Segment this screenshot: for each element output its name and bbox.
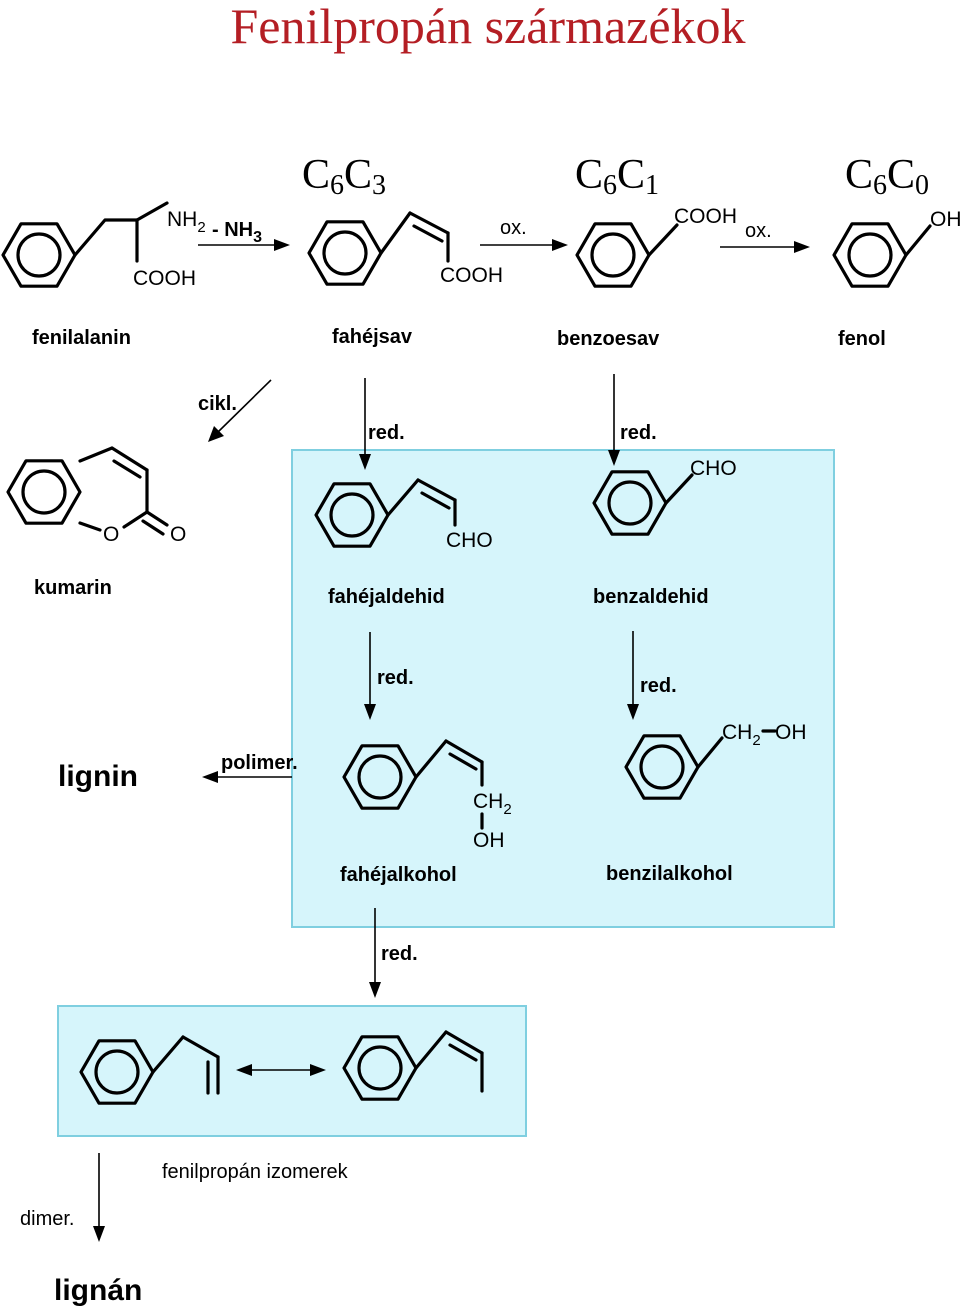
svg-text:red.: red. bbox=[368, 422, 405, 444]
allylbenzol-structure bbox=[79, 1035, 220, 1105]
svg-text:CHO: CHO bbox=[446, 529, 493, 552]
deamination-arrow: - NH3 bbox=[198, 219, 290, 251]
benzoesav-label: benzoesav bbox=[557, 328, 660, 350]
svg-text:CH2: CH2 bbox=[722, 721, 761, 749]
svg-text:O: O bbox=[103, 523, 119, 546]
svg-text:polimer.: polimer. bbox=[221, 752, 298, 774]
fenol-structure: OH bbox=[832, 208, 960, 288]
lignan-label: lignán bbox=[54, 1274, 142, 1307]
page-title: Fenilpropán származékok bbox=[230, 0, 745, 54]
cyclization-arrow: cikl. bbox=[198, 379, 272, 442]
polymerization-arrow: polimer. bbox=[202, 752, 298, 783]
svg-text:COOH: COOH bbox=[440, 264, 503, 287]
fahejaldehid-label: fahéjaldehid bbox=[328, 586, 445, 608]
benzaldehid-structure: CHO bbox=[592, 457, 737, 536]
svg-text:CH2: CH2 bbox=[473, 790, 512, 818]
svg-text:cikl.: cikl. bbox=[198, 393, 237, 415]
fahejalkohol-structure: CH2 OH bbox=[342, 739, 512, 852]
benzilalkohol-label: benzilalkohol bbox=[606, 863, 733, 885]
svg-text:COOH: COOH bbox=[133, 267, 196, 290]
lignin-label: lignin bbox=[58, 760, 138, 793]
reduction-panel bbox=[291, 449, 835, 928]
propenilbenzol-structure bbox=[342, 1030, 484, 1101]
svg-text:- NH3: - NH3 bbox=[212, 219, 262, 246]
class-label-c6c3: C6C3 bbox=[302, 152, 386, 201]
reduction-arrow-5: red. bbox=[369, 908, 418, 998]
benzilalkohol-structure: CH2 OH bbox=[624, 721, 807, 800]
svg-text:NH2: NH2 bbox=[167, 208, 206, 236]
kumarin-label: kumarin bbox=[34, 577, 112, 599]
izomerek-label: fenilpropán izomerek bbox=[162, 1161, 349, 1183]
svg-text:red.: red. bbox=[640, 675, 677, 697]
isomer-panel bbox=[57, 1005, 527, 1137]
svg-text:red.: red. bbox=[381, 943, 418, 965]
oxidation-arrow-1: ox. bbox=[480, 217, 568, 251]
svg-text:C6C3: C6C3 bbox=[302, 152, 386, 201]
benzaldehid-label: benzaldehid bbox=[593, 586, 709, 608]
svg-text:OH: OH bbox=[775, 721, 807, 744]
svg-text:ox.: ox. bbox=[500, 217, 527, 239]
fahejaldehid-structure: CHO bbox=[314, 478, 493, 552]
class-label-c6c1: C6C1 bbox=[575, 152, 659, 201]
svg-text:OH: OH bbox=[930, 208, 960, 231]
fenilalanin-label: fenilalanin bbox=[32, 327, 131, 349]
benzoesav-structure: COOH bbox=[575, 205, 737, 288]
reduction-arrow-4: red. bbox=[627, 631, 677, 720]
reduction-arrow-3: red. bbox=[364, 632, 414, 720]
svg-text:C6C0: C6C0 bbox=[845, 152, 929, 201]
kumarin-structure: O O bbox=[6, 446, 186, 546]
svg-text:C6C1: C6C1 bbox=[575, 152, 659, 201]
svg-text:ox.: ox. bbox=[745, 220, 772, 242]
fahejalkohol-label: fahéjalkohol bbox=[340, 864, 457, 886]
isomer-equilibrium-arrow bbox=[236, 1064, 326, 1076]
svg-text:COOH: COOH bbox=[674, 205, 737, 228]
fahejsav-label: fahéjsav bbox=[332, 326, 413, 348]
svg-text:dimer.: dimer. bbox=[20, 1208, 74, 1230]
reduction-arrow-2: red. bbox=[608, 374, 657, 466]
svg-text:O: O bbox=[170, 523, 186, 546]
reduction-arrow-1: red. bbox=[359, 378, 405, 470]
svg-text:OH: OH bbox=[473, 829, 505, 852]
svg-text:red.: red. bbox=[620, 422, 657, 444]
svg-text:red.: red. bbox=[377, 667, 414, 689]
svg-text:CHO: CHO bbox=[690, 457, 737, 480]
dimerization-arrow: dimer. bbox=[20, 1153, 105, 1242]
fahejsav-structure: COOH bbox=[307, 211, 503, 287]
fenol-label: fenol bbox=[838, 328, 886, 350]
oxidation-arrow-2: ox. bbox=[720, 220, 810, 253]
fenilalanin-structure: NH2 COOH bbox=[1, 201, 206, 290]
class-label-c6c0: C6C0 bbox=[845, 152, 929, 201]
